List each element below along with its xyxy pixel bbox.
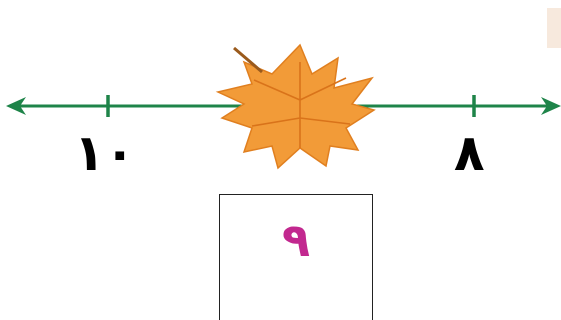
maple-leaf-icon [218,45,374,168]
tick-label-10: ١٠ [74,128,135,178]
answer-box: ٩ [219,194,373,320]
answer-value: ٩ [220,215,372,265]
tick-label-8: ٨ [454,128,485,178]
